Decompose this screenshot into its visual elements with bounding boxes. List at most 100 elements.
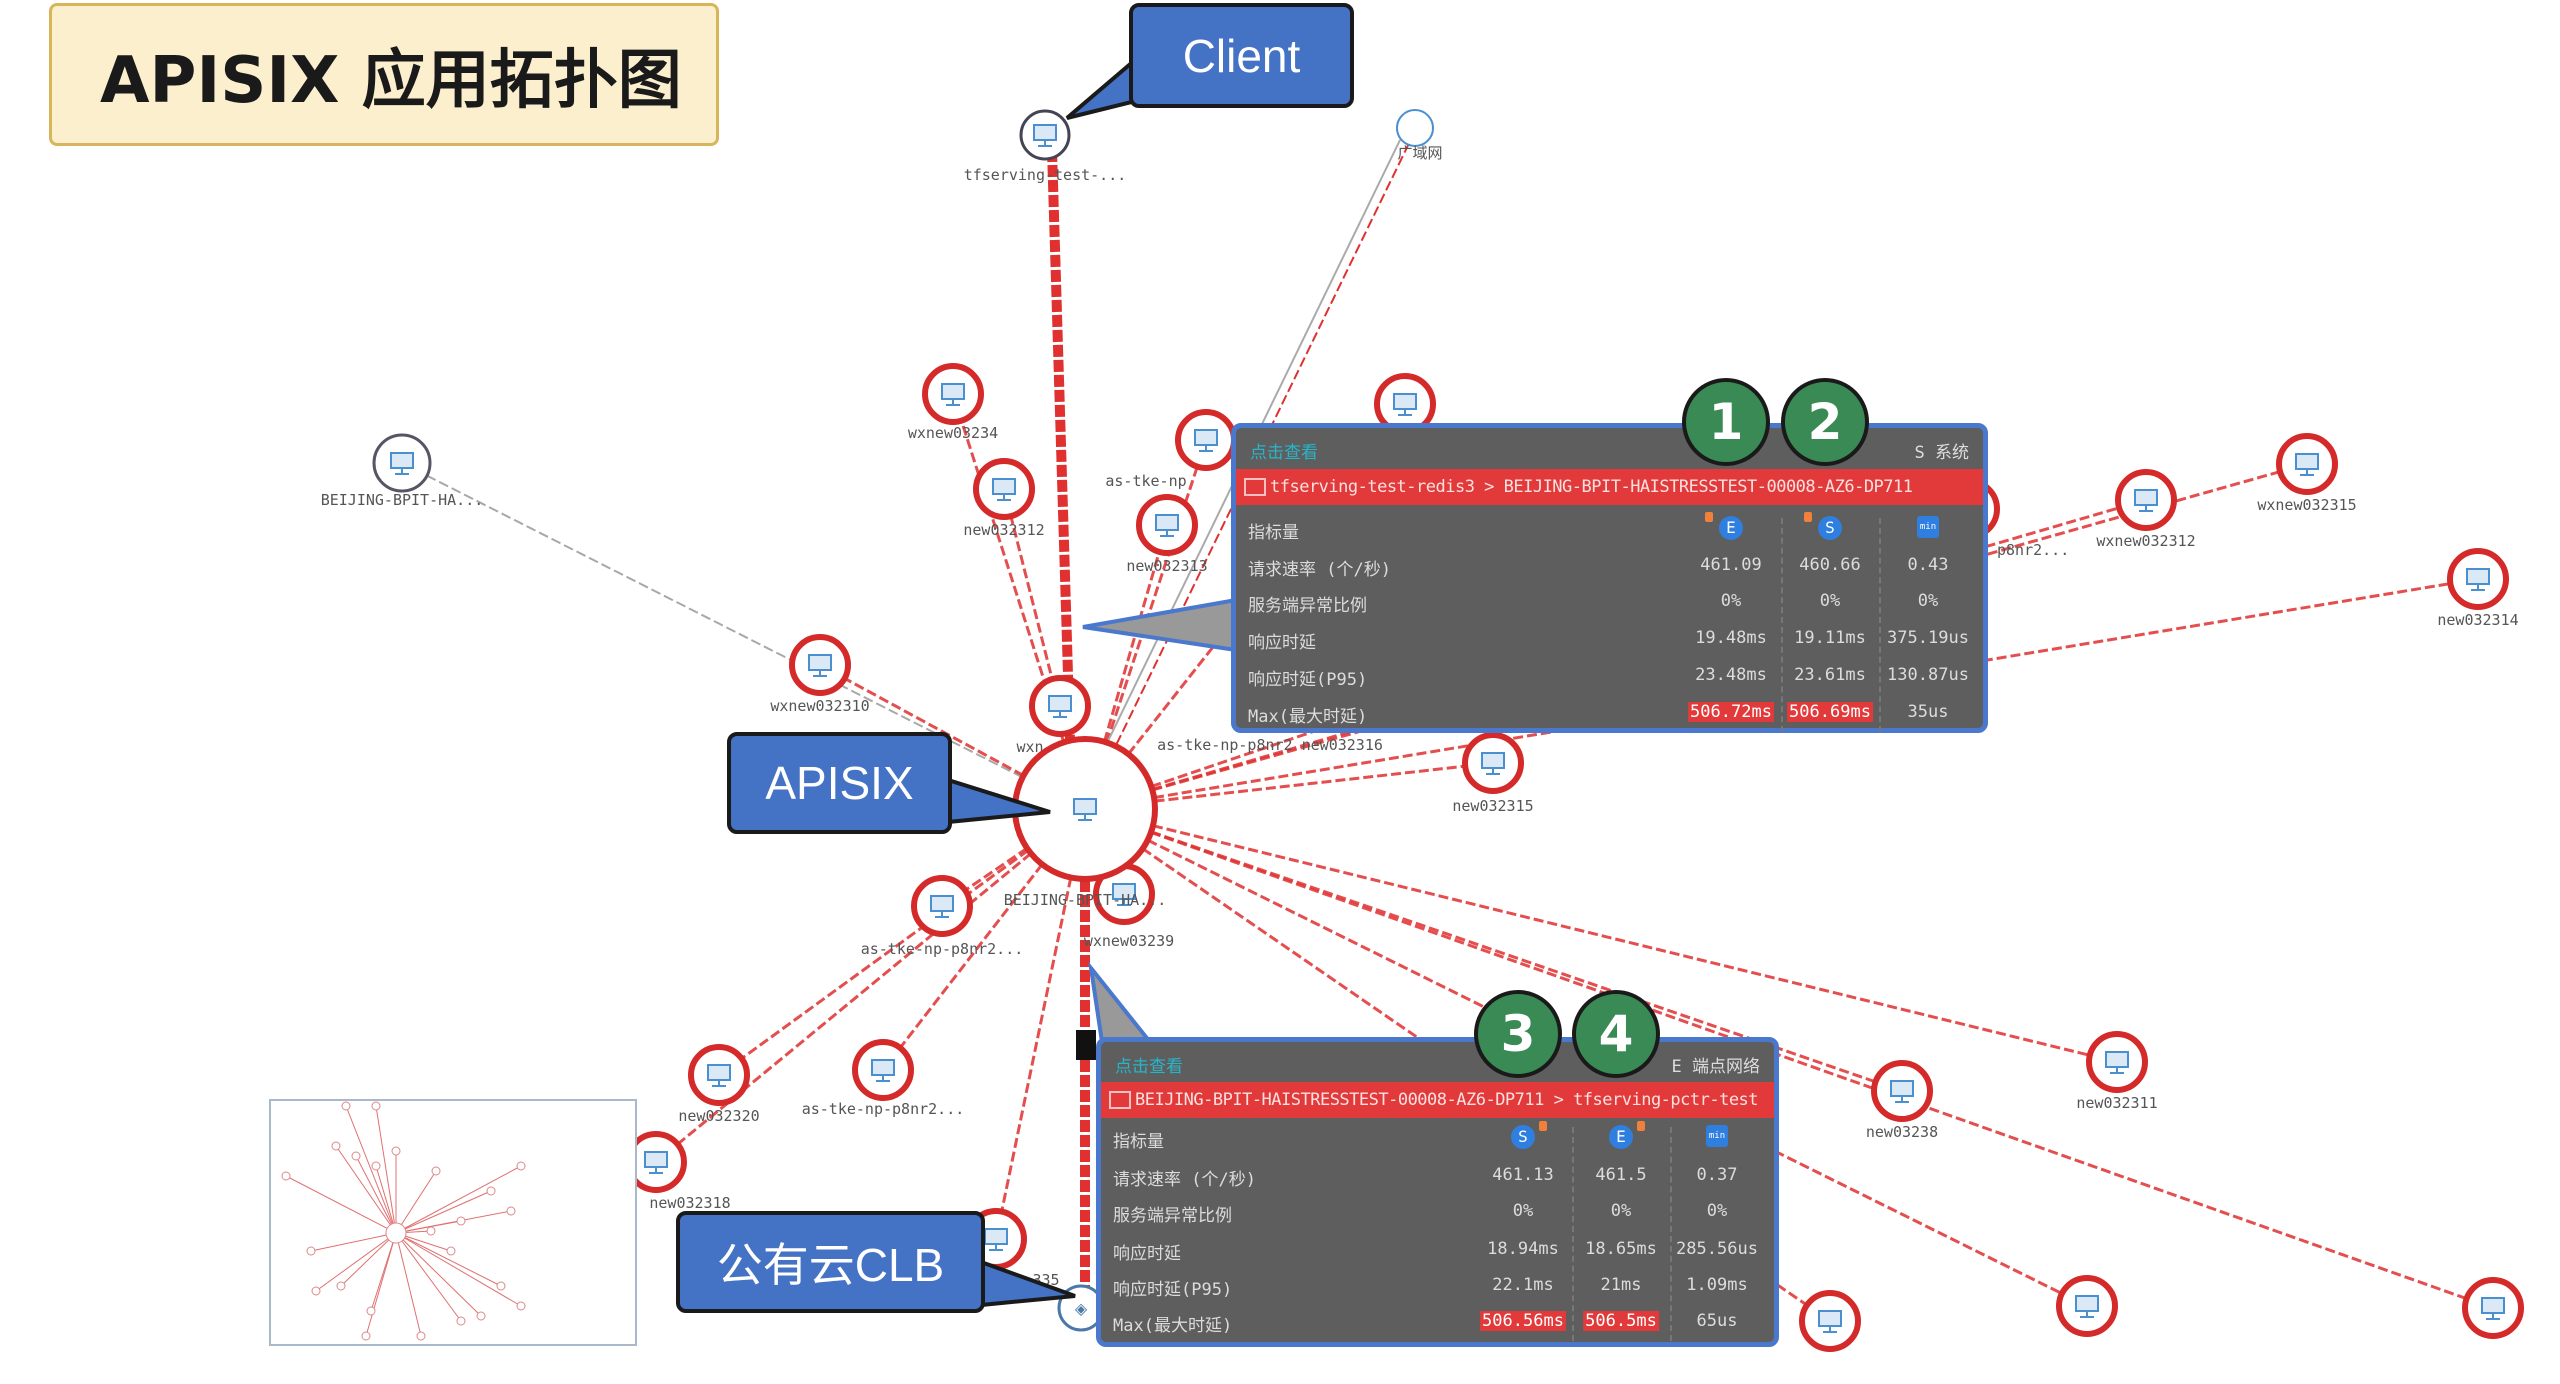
warning-badge-icon <box>1539 1121 1547 1131</box>
wan-node[interactable]: 广域网 <box>1396 109 1443 162</box>
metric-label: 响应时延 <box>1113 1244 1181 1264</box>
node-label: 335 <box>1032 1271 1059 1289</box>
monitor-icon <box>1048 695 1072 718</box>
apisix-hub-node[interactable]: BEIJING-BPIT-HA... <box>1004 736 1167 909</box>
loadbalancer-icon: ◈ <box>1075 1299 1088 1318</box>
column-divider <box>1670 1127 1672 1341</box>
service-node[interactable]: new032315 <box>1452 732 1534 815</box>
monitor-icon <box>808 654 832 677</box>
metric-value: 461.09 <box>1700 555 1762 575</box>
minimap-edge <box>395 1190 492 1234</box>
metric-label: Max(最大时延) <box>1113 1316 1233 1336</box>
metric-value: 0% <box>1917 591 1939 611</box>
minimap-edge <box>395 1170 437 1234</box>
edge[interactable] <box>401 462 1086 810</box>
system-icon: S <box>1818 516 1842 540</box>
minimap-node <box>336 1281 346 1291</box>
marker-2: 2 <box>1781 378 1869 466</box>
service-node[interactable]: as-tke-np <box>1105 409 1237 490</box>
client-callout: Client <box>1129 3 1354 108</box>
metric-value: 285.56us <box>1676 1239 1758 1259</box>
minimap-edge <box>395 1232 422 1337</box>
metric-label: 服务端异常比例 <box>1113 1206 1232 1226</box>
marker-1: 1 <box>1682 378 1770 466</box>
metric-label: 指标量 <box>1248 523 1299 543</box>
minimap-node <box>516 1161 526 1171</box>
minimap-edge <box>335 1145 397 1234</box>
node-label: new032312 <box>963 521 1044 539</box>
service-node[interactable]: as-tke-np-p8nr2... <box>802 1039 965 1118</box>
minimap-edge <box>285 1175 397 1234</box>
edge[interactable] <box>994 808 1087 1240</box>
minimap[interactable] <box>269 1099 637 1346</box>
service-node[interactable]: new032313 <box>1126 494 1208 575</box>
service-node[interactable]: wxnew03239 <box>1084 863 1174 950</box>
minimap-node <box>306 1246 316 1256</box>
metric-value: 461.13 <box>1492 1165 1554 1185</box>
monitor-icon <box>2295 453 2319 476</box>
metric-value: 1.09ms <box>1686 1275 1748 1295</box>
metric-value: 375.19us <box>1887 628 1969 648</box>
service-node[interactable] <box>1374 373 1436 435</box>
edge[interactable] <box>881 808 1087 1071</box>
client-node-label: tfserving-test-... <box>964 166 1127 184</box>
node-label: wxnew03234 <box>908 424 998 442</box>
cursor-marker <box>1076 1030 1096 1060</box>
service-node[interactable] <box>1799 1290 1861 1352</box>
edge[interactable] <box>1084 807 2118 1064</box>
edge[interactable] <box>718 807 1086 1077</box>
service-node[interactable]: as-tke-np-p8nr2 new032316 <box>1157 736 1383 754</box>
service-node[interactable]: new03238 <box>1866 1060 1938 1141</box>
service-node[interactable]: new032312 <box>963 458 1045 539</box>
marker-4: 4 <box>1572 990 1660 1078</box>
minimap-graph <box>281 1101 526 1341</box>
service-node[interactable]: wxnew03234 <box>908 363 998 442</box>
service-node[interactable]: new032318 <box>625 1131 731 1212</box>
minimap-edge <box>345 1105 397 1234</box>
minimap-edge <box>395 1232 502 1287</box>
wan-node-label: 广域网 <box>1397 144 1442 162</box>
minimap-node <box>446 1246 456 1256</box>
minimap-node <box>371 1101 381 1111</box>
click-to-view-link[interactable]: 点击查看 <box>1115 1057 1183 1077</box>
edge[interactable] <box>1002 488 1087 810</box>
monitor-icon <box>2481 1297 2505 1320</box>
minimap-edge <box>375 1165 397 1234</box>
monitor-icon <box>644 1151 668 1174</box>
service-node[interactable]: new032320 <box>678 1044 760 1125</box>
minimap-edge <box>370 1232 397 1312</box>
edge[interactable] <box>1084 761 1494 811</box>
edge[interactable] <box>1084 807 2088 1308</box>
client-node[interactable]: tfserving-test-... <box>964 109 1127 184</box>
node-label: new032318 <box>649 1194 730 1212</box>
metric-value: 506.72ms <box>1688 702 1774 722</box>
click-to-view-link[interactable]: 点击查看 <box>1250 443 1318 463</box>
service-node[interactable] <box>2462 1277 2524 1339</box>
metric-value: 0% <box>1512 1201 1534 1221</box>
metric-value: 0% <box>1706 1201 1728 1221</box>
minimap-node <box>311 1286 321 1296</box>
metric-value: 19.48ms <box>1695 628 1767 648</box>
node-label: wxnew032312 <box>2096 532 2195 550</box>
service-node[interactable] <box>2056 1275 2118 1337</box>
edge-client-apisix[interactable] <box>1047 149 1075 741</box>
service-node[interactable]: wxnew032315 <box>2257 433 2357 514</box>
service-node[interactable]: BEIJING-BPIT-HA... <box>321 433 484 509</box>
service-node[interactable]: wxnew032312 <box>2096 469 2196 550</box>
service-node[interactable]: new032314 <box>2437 548 2519 629</box>
apisix-callout: APISIX <box>727 732 952 834</box>
service-node[interactable]: wxn <box>1016 675 1091 756</box>
node-label: new032315 <box>1452 797 1533 815</box>
service-node[interactable]: as-tke-np-p8nr2... <box>861 875 1024 958</box>
minimap-node <box>456 1216 466 1226</box>
minimap-edge <box>395 1232 482 1317</box>
minimap-node <box>456 1316 466 1326</box>
node-label: new032313 <box>1126 557 1207 575</box>
minimap-node <box>361 1331 371 1341</box>
service-node[interactable]: wxnew032310 <box>770 634 870 715</box>
service-node[interactable]: new032311 <box>2076 1031 2158 1112</box>
edge[interactable] <box>1084 807 2494 1310</box>
node-label: new032311 <box>2076 1094 2157 1112</box>
